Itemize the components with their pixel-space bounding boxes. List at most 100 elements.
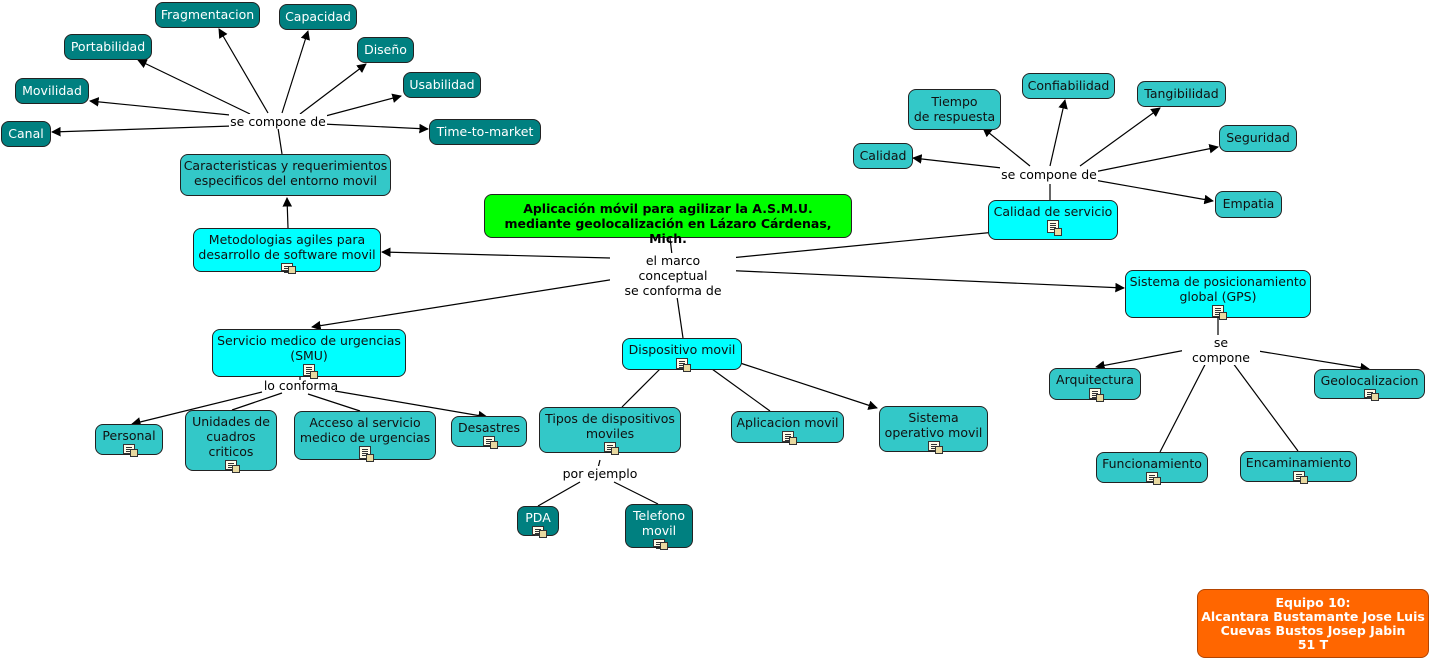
desastres-node[interactable]: Desastres <box>451 416 527 449</box>
confiabilidad-label: Confiabilidad <box>1027 78 1110 93</box>
caracteristicas-node[interactable]: Caracteristicas y requerimientos especif… <box>180 154 391 196</box>
movilidad-node[interactable]: Movilidad <box>15 78 89 104</box>
equipo-credits-box: Equipo 10: Alcantara Bustamante Jose Lui… <box>1197 589 1429 658</box>
dispositivo-node[interactable]: Dispositivo movil <box>622 338 742 372</box>
por-ejemplo-phrase: por ejemplo <box>561 466 639 481</box>
empatia-node[interactable]: Empatia <box>1215 191 1282 218</box>
document-resource-icon[interactable] <box>676 358 691 372</box>
link-metodologias-caracteristicas <box>282 197 293 229</box>
link-compone-empatia <box>1093 179 1214 205</box>
metodologias-node[interactable]: Metodologias agiles para desarrollo de s… <box>193 228 381 274</box>
link-marco-metodologias <box>381 247 611 259</box>
link-compone-encaminamiento <box>1223 350 1299 452</box>
link-compone-funcionamiento <box>1159 350 1213 453</box>
link-dispositivo-so <box>739 362 878 410</box>
geolocalizacion-node[interactable]: Geolocalizacion <box>1314 369 1425 401</box>
diseno-node[interactable]: Diseño <box>357 37 414 63</box>
unidades-node[interactable]: Unidades de cuadros criticos <box>185 410 277 473</box>
fragmentacion-node[interactable]: Fragmentacion <box>155 2 260 28</box>
tangibilidad-node[interactable]: Tangibilidad <box>1137 81 1226 107</box>
diseno-label: Diseño <box>364 42 407 57</box>
usabilidad-node[interactable]: Usabilidad <box>403 72 481 98</box>
document-resource-icon[interactable] <box>1047 220 1062 236</box>
telefono-movil-label: Telefono movil <box>633 508 685 538</box>
calidad-servicio-node[interactable]: Calidad de servicio <box>988 200 1118 240</box>
personal-node[interactable]: Personal <box>95 424 163 457</box>
fragmentacion-label: Fragmentacion <box>160 7 255 22</box>
document-resource-icon[interactable] <box>927 441 943 454</box>
seguridad-node[interactable]: Seguridad <box>1219 125 1297 152</box>
document-resource-icon[interactable] <box>225 460 240 473</box>
main-concept[interactable]: Aplicación móvil para agilizar la A.S.M.… <box>484 194 852 246</box>
link-compone-geolocalizacion <box>1251 349 1370 373</box>
arquitectura-node[interactable]: Arquitectura <box>1049 368 1141 402</box>
link-marco-smu <box>311 277 623 331</box>
document-resource-icon[interactable] <box>359 446 374 462</box>
aplicacion-movil-label: Aplicacion movil <box>736 415 839 430</box>
document-resource-icon[interactable] <box>532 526 547 538</box>
caracteristicas-label: Caracteristicas y requerimientos especif… <box>183 158 388 188</box>
encaminamiento-node[interactable]: Encaminamiento <box>1240 451 1357 484</box>
link-compone-movilidad <box>89 97 241 117</box>
sistema-operativo-node[interactable]: Sistema operativo movil <box>879 406 988 454</box>
tipos-dispositivos-node[interactable]: Tipos de dispositivos moviles <box>539 407 681 455</box>
link-compone-canal <box>51 125 233 137</box>
acceso-node[interactable]: Acceso al servicio medico de urgencias <box>294 411 436 462</box>
document-resource-icon[interactable] <box>303 364 318 379</box>
sistema-operativo-label: Sistema operativo movil <box>884 410 983 440</box>
capacidad-label: Capacidad <box>285 9 351 24</box>
link-compone-time <box>321 123 429 134</box>
document-resource-icon[interactable] <box>281 263 296 274</box>
portabilidad-node[interactable]: Portabilidad <box>64 34 152 60</box>
canal-node[interactable]: Canal <box>1 121 51 147</box>
tiempo-respuesta-node[interactable]: Tiempo de respuesta <box>908 89 1001 130</box>
portabilidad-label: Portabilidad <box>70 39 146 54</box>
capacidad-node[interactable]: Capacidad <box>279 4 357 30</box>
link-compone-fragmentacion <box>218 28 269 114</box>
gps-node[interactable]: Sistema de posicionamiento global (GPS) <box>1125 270 1311 320</box>
link-caracteristicas-compone <box>277 127 283 155</box>
document-resource-icon[interactable] <box>781 431 797 445</box>
calidad-node[interactable]: Calidad <box>853 143 913 169</box>
document-resource-icon[interactable] <box>604 442 619 455</box>
encaminamiento-label: Encaminamiento <box>1245 455 1352 470</box>
time-to-market-node[interactable]: Time-to-market <box>429 119 541 145</box>
personal-label: Personal <box>102 428 156 443</box>
metodologias-label: Metodologias agiles para desarrollo de s… <box>198 232 376 262</box>
time-to-market-label: Time-to-market <box>436 124 534 139</box>
link-ejemplo-telefono <box>613 481 659 505</box>
confiabilidad-node[interactable]: Confiabilidad <box>1022 73 1115 99</box>
canal-label: Canal <box>8 126 44 141</box>
link-compone-confiabilidad <box>1049 99 1068 167</box>
document-resource-icon[interactable] <box>653 539 668 550</box>
document-resource-icon[interactable] <box>1146 472 1161 485</box>
telefono-movil-node[interactable]: Telefono movil <box>625 504 693 550</box>
link-main-marco <box>669 237 673 256</box>
pda-node[interactable]: PDA <box>517 506 559 538</box>
link-conforma-unidades <box>231 392 283 411</box>
link-compone-diseno <box>299 63 367 115</box>
link-compone-portabilidad <box>137 59 251 115</box>
link-compone-seguridad <box>1093 144 1219 173</box>
document-resource-icon[interactable] <box>1363 389 1379 401</box>
smu-label: Servicio medico de urgencias (SMU) <box>217 333 401 363</box>
gps-label: Sistema de posicionamiento global (GPS) <box>1129 274 1307 304</box>
document-resource-icon[interactable] <box>1292 471 1308 484</box>
usabilidad-label: Usabilidad <box>409 77 475 92</box>
aplicacion-movil-node[interactable]: Aplicacion movil <box>731 411 844 445</box>
document-resource-icon[interactable] <box>123 444 138 457</box>
empatia-label: Empatia <box>1222 196 1275 211</box>
compone-de-right-phrase: se compone de <box>1000 167 1098 182</box>
link-ejemplo-pda <box>537 481 581 507</box>
lo-conforma-phrase: lo conforma <box>263 378 339 393</box>
funcionamiento-node[interactable]: Funcionamiento <box>1096 452 1208 485</box>
link-marco-calidad-servicio <box>729 227 1007 259</box>
document-resource-icon[interactable] <box>1089 388 1104 402</box>
tiempo-respuesta-label: Tiempo de respuesta <box>913 94 996 124</box>
arquitectura-label: Arquitectura <box>1056 372 1134 387</box>
smu-node[interactable]: Servicio medico de urgencias (SMU) <box>212 329 406 379</box>
marco-conceptual-phrase: el marco conceptual se conforma de <box>610 253 736 298</box>
document-resource-icon[interactable] <box>1212 305 1227 320</box>
tipos-dispositivos-label: Tipos de dispositivos moviles <box>545 411 675 441</box>
document-resource-icon[interactable] <box>483 436 498 449</box>
